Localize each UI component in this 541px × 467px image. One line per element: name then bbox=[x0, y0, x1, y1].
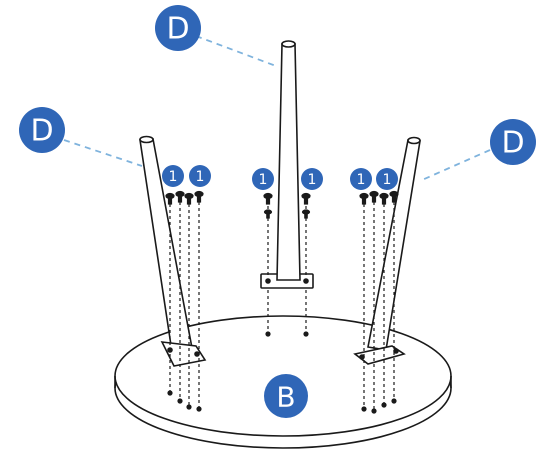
svg-text:1: 1 bbox=[259, 172, 268, 188]
svg-text:1: 1 bbox=[196, 169, 205, 185]
badge-d-left: D bbox=[19, 107, 65, 153]
badge-d-top-label: D bbox=[166, 12, 189, 47]
badge-1-center-a: 1 bbox=[252, 168, 274, 190]
badge-1-left-b: 1 bbox=[189, 165, 211, 187]
badge-b: B bbox=[264, 374, 308, 418]
leg-left bbox=[139, 135, 207, 367]
leader-lines bbox=[63, 35, 491, 181]
badge-d-right: D bbox=[490, 119, 536, 165]
svg-text:1: 1 bbox=[169, 169, 178, 185]
svg-text:1: 1 bbox=[383, 172, 392, 188]
badge-d-right-label: D bbox=[501, 126, 524, 161]
badge-d-top: D bbox=[155, 5, 201, 51]
badge-1-right-b: 1 bbox=[376, 168, 398, 190]
screw-group-right bbox=[359, 190, 399, 414]
step-badges: 1 1 1 1 1 1 bbox=[162, 165, 398, 190]
badge-1-center-b: 1 bbox=[301, 168, 323, 190]
svg-text:1: 1 bbox=[308, 172, 317, 188]
badge-b-label: B bbox=[276, 381, 295, 414]
badge-1-left-a: 1 bbox=[162, 165, 184, 187]
badge-d-left-label: D bbox=[30, 114, 53, 149]
screw-group-center bbox=[263, 192, 311, 337]
leg-center bbox=[260, 40, 314, 289]
badge-1-right-a: 1 bbox=[350, 168, 372, 190]
svg-text:1: 1 bbox=[357, 172, 366, 188]
screw-group-left bbox=[165, 190, 204, 412]
